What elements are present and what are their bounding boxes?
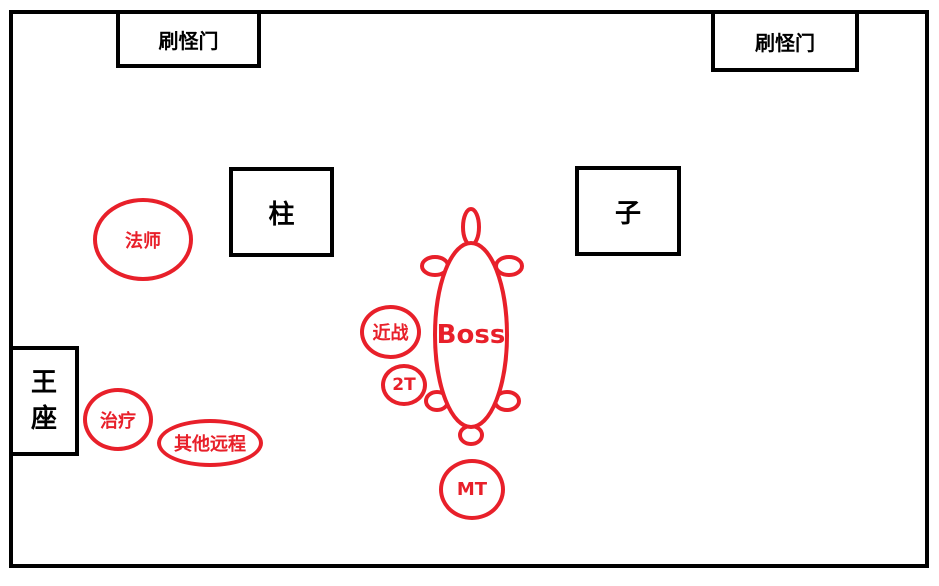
throne-label-line2: 座 — [30, 404, 57, 434]
pillar-left-label: 柱 — [268, 199, 295, 230]
marker-healer-label: 治疗 — [100, 410, 136, 432]
marker-melee: 近战 — [360, 305, 421, 359]
marker-healer: 治疗 — [83, 388, 153, 451]
boss-label-text: Boss — [436, 320, 506, 350]
pillar-right-label: 子 — [614, 198, 641, 229]
marker-main-tank: MT — [439, 459, 505, 520]
marker-mage-label: 法师 — [125, 230, 161, 252]
marker-mage: 法师 — [93, 198, 193, 281]
pillar-right: 子 — [575, 166, 681, 256]
pillar-left: 柱 — [229, 167, 334, 257]
spawn-door-right-label: 刷怪门 — [755, 30, 815, 55]
marker-melee-label: 近战 — [372, 323, 409, 344]
spawn-door-right: 刷怪门 — [711, 10, 859, 72]
marker-other-ranged-label: 其他远程 — [174, 434, 246, 455]
throne: 王 座 — [9, 346, 79, 456]
marker-off-tank-label: 2T — [392, 375, 416, 395]
marker-off-tank: 2T — [381, 364, 427, 406]
spawn-door-left-label: 刷怪门 — [158, 28, 219, 53]
marker-other-ranged: 其他远程 — [157, 419, 263, 467]
boss-label: Boss — [430, 315, 512, 355]
throne-label-line1: 王 — [30, 368, 57, 398]
marker-main-tank-label: MT — [456, 479, 488, 500]
spawn-door-left: 刷怪门 — [116, 10, 261, 68]
